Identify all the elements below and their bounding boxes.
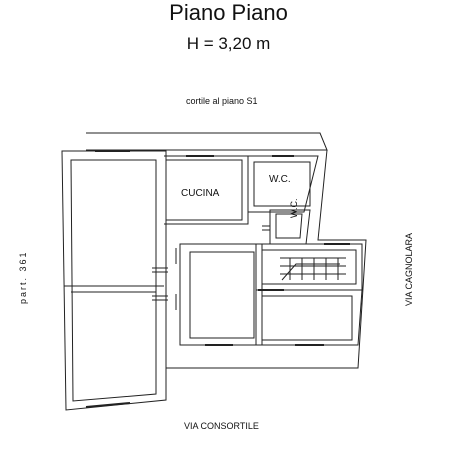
wc-upper-outline xyxy=(247,155,319,213)
plan-title: Piano Piano xyxy=(169,0,288,25)
floor-height-label: H = 3,20 m xyxy=(186,34,271,53)
central-room-outline xyxy=(179,243,263,346)
central-room-inner xyxy=(189,251,255,339)
wc-upper-inner xyxy=(253,161,311,207)
right-boundary xyxy=(166,149,367,369)
parcel-label: part. 361 xyxy=(18,250,28,304)
right-room-outline xyxy=(255,289,363,346)
kitchen-inner xyxy=(165,159,243,221)
wc-upper-label: W.C. xyxy=(269,174,291,185)
wc-lower-label: W.C. xyxy=(289,198,299,219)
staircase xyxy=(280,257,346,281)
street-label-consortile: VIA CONSORTILE xyxy=(184,421,259,431)
kitchen-label: CUCINA xyxy=(181,188,220,199)
street-label-cagnolara: VIA CAGNOLARA xyxy=(404,232,414,306)
courtyard-strip xyxy=(86,132,328,151)
courtyard-label: cortile al piano S1 xyxy=(186,96,258,106)
window-mark xyxy=(85,402,131,408)
left-block-inner xyxy=(70,159,157,402)
left-block-outline xyxy=(61,150,167,411)
stair-room-outline xyxy=(255,243,363,291)
